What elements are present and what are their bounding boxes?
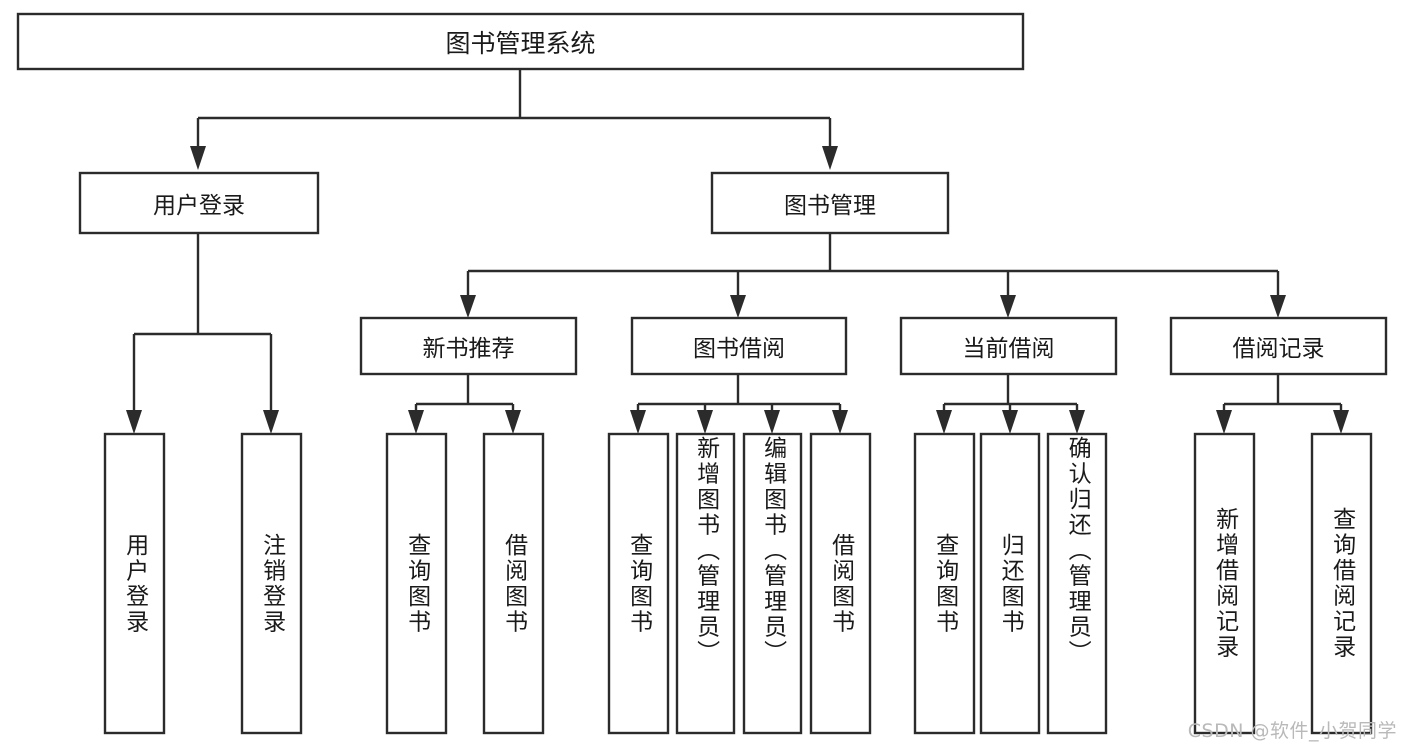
arrow-to-user-login-icon — [190, 146, 206, 170]
arrow-ul-child2-icon — [263, 410, 279, 434]
arrow-to-book-manage-icon — [822, 146, 838, 170]
arrow-br-c2-icon — [1333, 410, 1349, 434]
node-box-current-borrow[interactable] — [899, 316, 1118, 376]
connector-group-root — [190, 69, 838, 170]
arrow-br-c1-icon — [1216, 410, 1232, 434]
node-box-new-book-recommend[interactable] — [359, 316, 578, 376]
connector-group-current-borrow — [936, 374, 1085, 434]
node-box-leaf-user-logout[interactable] — [240, 432, 303, 735]
node-box-borrow-record[interactable] — [1169, 316, 1388, 376]
node-box-leaf-add-book[interactable] — [675, 432, 736, 735]
connector-group-user-login — [126, 233, 279, 434]
arrow-nb-c2-icon — [505, 410, 521, 434]
node-box-leaf-edit-book[interactable] — [742, 432, 803, 735]
arrow-cb-c1-icon — [936, 410, 952, 434]
arrow-bm-c2-icon — [730, 295, 746, 318]
node-box-leaf-confirm-return[interactable] — [1046, 432, 1108, 735]
arrow-bm-c3-icon — [1000, 295, 1016, 318]
arrow-ul-child1-icon — [126, 410, 142, 434]
arrow-nb-c1-icon — [408, 410, 424, 434]
connector-group-new-book — [408, 374, 521, 434]
arrow-cb-c3-icon — [1069, 410, 1085, 434]
node-box-leaf-add-record[interactable] — [1193, 432, 1256, 735]
arrow-bm-c4-icon — [1270, 295, 1286, 318]
arrow-bb-c3-icon — [764, 410, 780, 434]
node-box-root[interactable] — [16, 12, 1025, 71]
arrow-bm-c1-icon — [460, 295, 476, 318]
node-box-leaf-query-book-1[interactable] — [385, 432, 448, 735]
arrow-bb-c4-icon — [832, 410, 848, 434]
connector-group-borrow-record — [1216, 374, 1349, 434]
node-box-leaf-borrow-book-2[interactable] — [809, 432, 872, 735]
connector-group-book-manage — [460, 233, 1286, 318]
node-box-leaf-query-record[interactable] — [1310, 432, 1373, 735]
node-box-leaf-return-book[interactable] — [979, 432, 1041, 735]
node-box-leaf-query-book-3[interactable] — [913, 432, 976, 735]
node-box-book-borrow[interactable] — [630, 316, 848, 376]
node-box-leaf-borrow-book-1[interactable] — [482, 432, 545, 735]
arrow-cb-c2-icon — [1002, 410, 1018, 434]
node-box-user-login[interactable] — [78, 171, 320, 235]
arrow-bb-c1-icon — [630, 410, 646, 434]
connector-group-book-borrow — [630, 374, 848, 434]
node-box-leaf-query-book-2[interactable] — [607, 432, 670, 735]
watermark-text: CSDN @软件_小贺同学 — [1187, 720, 1397, 742]
arrow-bb-c2-icon — [697, 410, 713, 434]
node-box-leaf-user-login[interactable] — [103, 432, 166, 735]
node-box-book-manage[interactable] — [710, 171, 950, 235]
